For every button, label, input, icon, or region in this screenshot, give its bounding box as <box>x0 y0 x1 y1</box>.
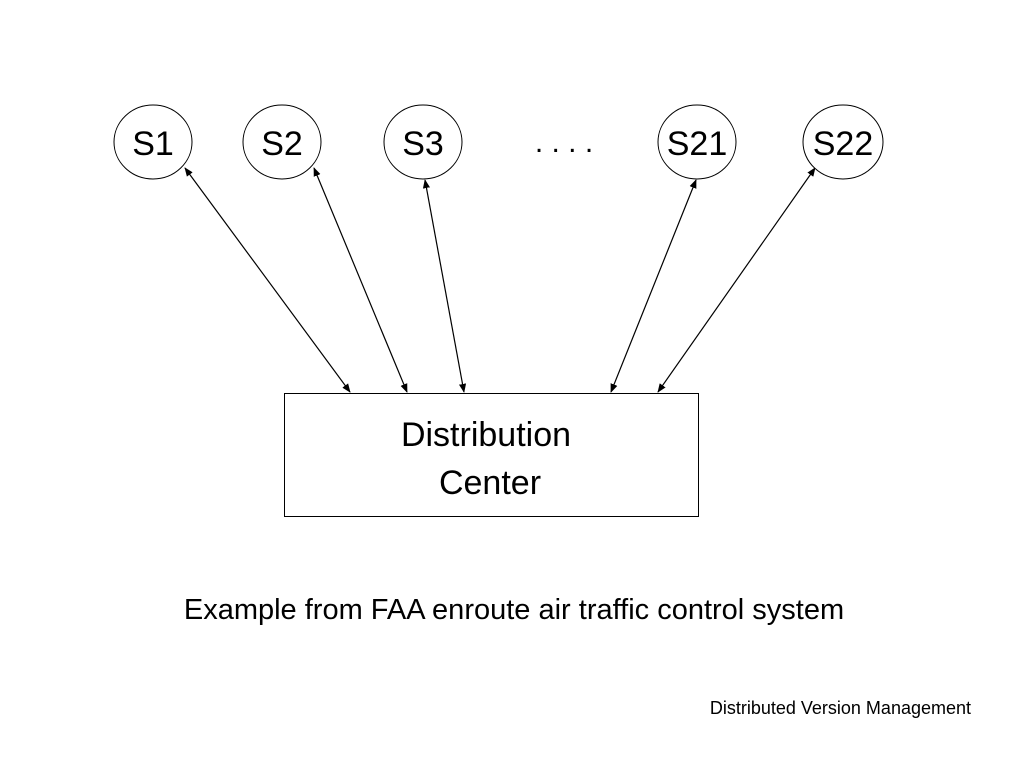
distribution-center: Distribution Center <box>284 393 699 517</box>
distribution-center-box <box>284 393 699 517</box>
node-s21-ellipse <box>657 104 737 180</box>
node-s3-ellipse <box>383 104 463 180</box>
edge-s1-center <box>184 167 351 393</box>
ellipsis-text: . . . . <box>535 126 593 159</box>
node-s1-ellipse <box>113 104 193 180</box>
node-s3-label: S3 <box>402 125 444 163</box>
slide-footer: Distributed Version Management <box>709 698 971 718</box>
node-s1: S1 <box>113 104 193 180</box>
diagram-caption: Example from FAA enroute air traffic con… <box>183 594 845 626</box>
node-s2: S2 <box>242 104 322 180</box>
node-s22: S22 <box>802 104 884 180</box>
edge-layer <box>184 167 816 393</box>
node-s21-label: S21 <box>667 125 728 163</box>
edge-s3-center <box>422 179 467 393</box>
edge-s22-center <box>657 167 816 393</box>
distribution-center-line1: Distribution <box>401 416 571 454</box>
node-s22-label: S22 <box>813 125 874 163</box>
node-s22-ellipse <box>802 104 884 180</box>
node-s21: S21 <box>657 104 737 180</box>
node-s1-label: S1 <box>132 125 174 163</box>
edge-s2-center <box>313 167 408 393</box>
edge-s21-center <box>610 179 697 393</box>
node-s3: S3 <box>383 104 463 180</box>
node-s2-ellipse <box>242 104 322 180</box>
node-s2-label: S2 <box>261 125 303 163</box>
distribution-center-line2: Center <box>439 464 541 502</box>
